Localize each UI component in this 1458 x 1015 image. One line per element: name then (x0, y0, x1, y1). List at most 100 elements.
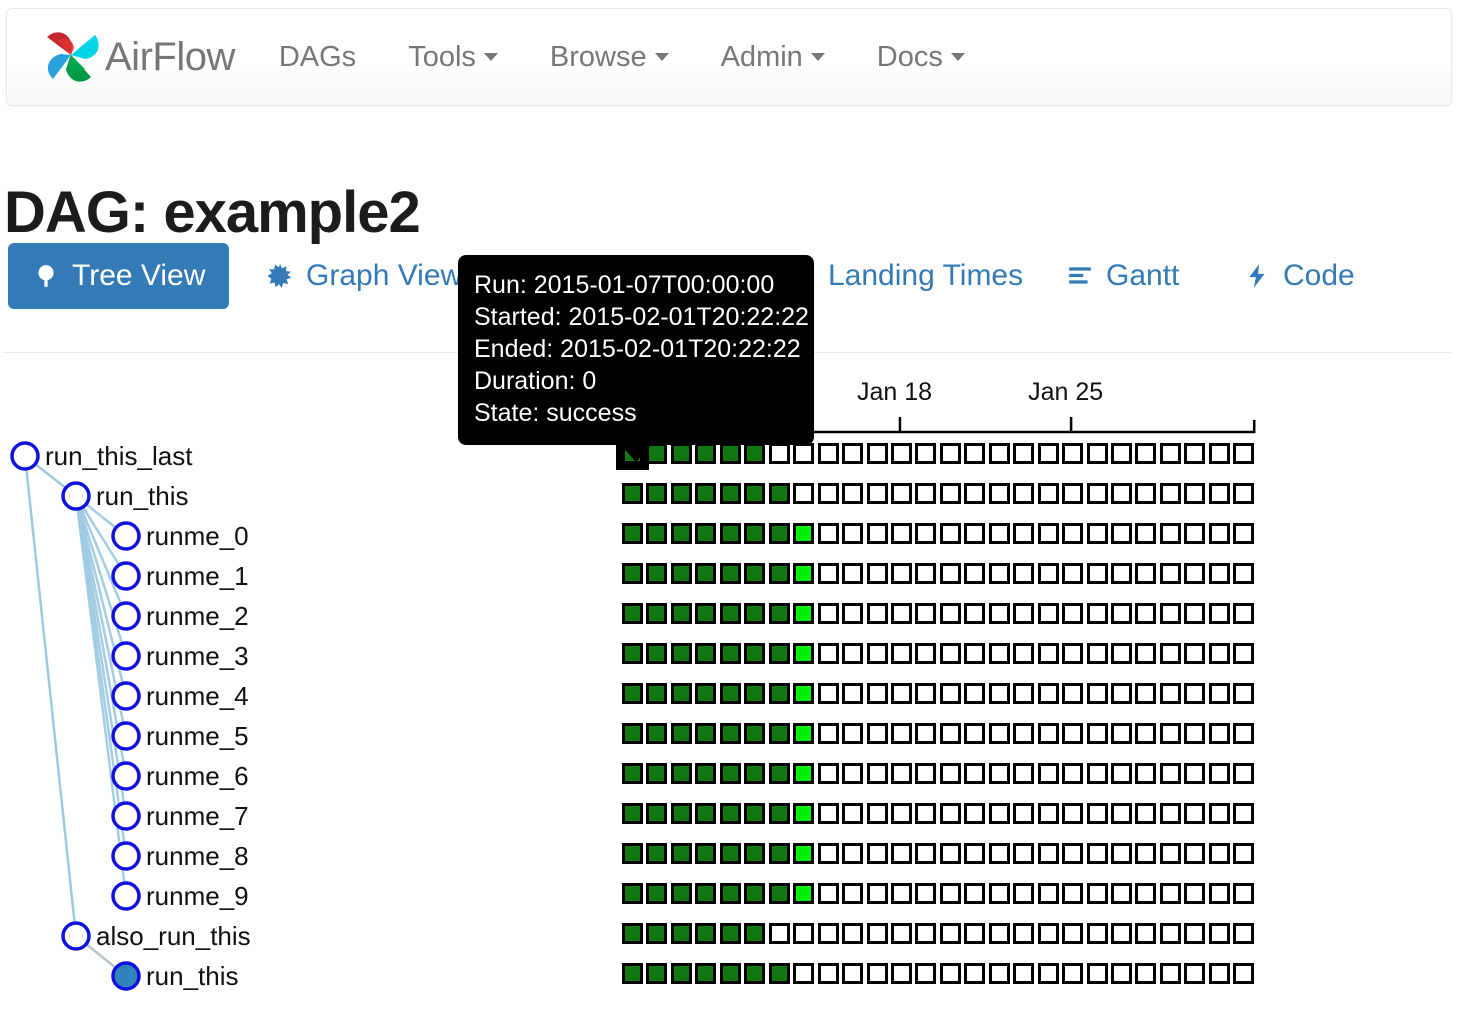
task-instance-cell[interactable] (1037, 483, 1059, 504)
task-instance-cell[interactable] (670, 883, 692, 904)
tree-node-circle-icon[interactable] (110, 840, 142, 872)
task-instance-cell[interactable] (915, 683, 937, 704)
task-instance-cell[interactable] (1062, 523, 1084, 544)
task-instance-cell[interactable] (1208, 683, 1230, 704)
task-instance-cell[interactable] (1159, 563, 1181, 584)
task-instance-cell[interactable] (1062, 723, 1084, 744)
task-instance-cell[interactable] (1086, 723, 1108, 744)
task-instance-cell[interactable] (1037, 723, 1059, 744)
task-instance-cell[interactable] (695, 803, 717, 824)
task-instance-cell[interactable] (1233, 963, 1255, 984)
task-instance-cell[interactable] (622, 483, 643, 504)
task-instance-cell[interactable] (646, 523, 668, 544)
tab-graph-view[interactable]: Graph View (248, 245, 480, 307)
task-instance-cell[interactable] (817, 723, 839, 744)
task-instance-cell[interactable] (866, 963, 888, 984)
task-instance-cell[interactable] (1208, 963, 1230, 984)
task-instance-cell[interactable] (988, 443, 1010, 464)
task-instance-cell[interactable] (842, 723, 864, 744)
task-instance-cell[interactable] (1184, 963, 1206, 984)
task-instance-cell[interactable] (1013, 923, 1035, 944)
task-instance-cell[interactable] (793, 523, 815, 544)
task-instance-cell[interactable] (646, 483, 668, 504)
task-instance-cell[interactable] (695, 883, 717, 904)
task-instance-cell[interactable] (842, 923, 864, 944)
task-instance-cell[interactable] (1111, 603, 1132, 624)
task-instance-cell[interactable] (842, 843, 864, 864)
task-instance-cell[interactable] (744, 643, 766, 664)
nav-docs[interactable]: Docs (851, 31, 991, 84)
task-instance-cell[interactable] (622, 563, 643, 584)
task-instance-cell[interactable] (988, 483, 1010, 504)
task-instance-cell[interactable] (719, 683, 741, 704)
task-instance-cell[interactable] (1159, 803, 1181, 824)
task-instance-cell[interactable] (1208, 603, 1230, 624)
task-instance-cell[interactable] (670, 643, 692, 664)
task-instance-cell[interactable] (744, 603, 766, 624)
task-instance-cell[interactable] (719, 643, 741, 664)
task-instance-cell[interactable] (1013, 523, 1035, 544)
task-instance-cell[interactable] (793, 563, 815, 584)
task-instance-cell[interactable] (695, 923, 717, 944)
task-instance-cell[interactable] (915, 843, 937, 864)
task-instance-cell[interactable] (964, 963, 986, 984)
task-instance-cell[interactable] (1233, 603, 1255, 624)
task-instance-cell[interactable] (1086, 643, 1108, 664)
task-instance-cell[interactable] (719, 603, 741, 624)
task-instance-cell[interactable] (793, 923, 815, 944)
task-instance-cell[interactable] (1086, 603, 1108, 624)
task-instance-cell[interactable] (768, 603, 790, 624)
task-instance-cell[interactable] (964, 723, 986, 744)
task-instance-cell[interactable] (793, 723, 815, 744)
task-instance-cell[interactable] (915, 523, 937, 544)
task-instance-cell[interactable] (1184, 483, 1206, 504)
task-instance-cell[interactable] (890, 563, 912, 584)
tree-node-circle-icon[interactable] (110, 600, 142, 632)
task-instance-cell[interactable] (915, 563, 937, 584)
task-instance-cell[interactable] (1037, 763, 1059, 784)
task-instance-cell[interactable] (1037, 683, 1059, 704)
task-instance-cell[interactable] (646, 843, 668, 864)
task-instance-cell[interactable] (793, 483, 815, 504)
task-instance-cell[interactable] (817, 523, 839, 544)
task-instance-cell[interactable] (768, 523, 790, 544)
brand-link[interactable]: AirFlow (39, 25, 235, 89)
task-instance-cell[interactable] (1111, 843, 1132, 864)
task-instance-cell[interactable] (1037, 443, 1059, 464)
task-instance-cell[interactable] (890, 723, 912, 744)
task-instance-cell[interactable] (988, 723, 1010, 744)
task-instance-cell[interactable] (744, 723, 766, 744)
tree-node-circle-icon[interactable] (9, 440, 41, 472)
task-instance-cell[interactable] (1159, 963, 1181, 984)
task-instance-cell[interactable] (890, 923, 912, 944)
task-instance-cell[interactable] (817, 603, 839, 624)
task-instance-cell[interactable] (793, 443, 815, 464)
task-instance-cell[interactable] (719, 523, 741, 544)
task-instance-cell[interactable] (1013, 843, 1035, 864)
tree-node-circle-icon[interactable] (60, 480, 92, 512)
task-instance-cell[interactable] (695, 763, 717, 784)
task-instance-cell[interactable] (939, 923, 961, 944)
task-instance-cell[interactable] (646, 883, 668, 904)
task-instance-cell[interactable] (890, 803, 912, 824)
task-instance-cell[interactable] (1159, 683, 1181, 704)
task-instance-cell[interactable] (695, 963, 717, 984)
task-instance-cell[interactable] (622, 803, 643, 824)
nav-tools[interactable]: Tools (382, 31, 524, 84)
tree-node-circle-icon[interactable] (110, 720, 142, 752)
task-instance-cell[interactable] (719, 443, 741, 464)
task-instance-cell[interactable] (744, 563, 766, 584)
task-instance-cell[interactable] (842, 563, 864, 584)
task-instance-cell[interactable] (842, 803, 864, 824)
task-instance-cell[interactable] (939, 723, 961, 744)
task-instance-cell[interactable] (1037, 803, 1059, 824)
task-instance-cell[interactable] (988, 603, 1010, 624)
task-instance-cell[interactable] (1159, 923, 1181, 944)
task-instance-cell[interactable] (1135, 883, 1157, 904)
task-instance-cell[interactable] (768, 483, 790, 504)
task-instance-cell[interactable] (866, 683, 888, 704)
task-instance-cell[interactable] (1013, 563, 1035, 584)
task-instance-cell[interactable] (622, 523, 643, 544)
task-instance-cell[interactable] (744, 443, 766, 464)
task-instance-cell[interactable] (1233, 723, 1255, 744)
